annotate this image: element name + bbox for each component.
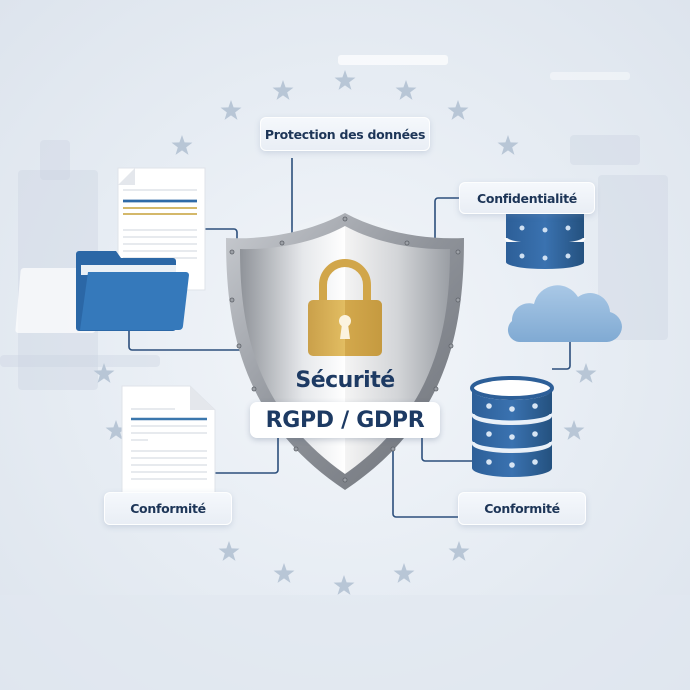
shield-subtitle-badge: RGPD / GDPR bbox=[250, 402, 440, 438]
connector-lines bbox=[128, 158, 571, 518]
connector-folder bbox=[128, 330, 250, 351]
cloud-icon bbox=[507, 285, 622, 343]
star-icon bbox=[93, 363, 115, 383]
label-data-protection: Protection des données bbox=[260, 117, 430, 151]
star-icon bbox=[447, 100, 469, 120]
star-icon bbox=[333, 575, 355, 595]
label-compliance-right: Conformité bbox=[458, 492, 586, 525]
star-icon bbox=[218, 541, 240, 561]
star-icon bbox=[220, 100, 242, 120]
star-icon bbox=[563, 420, 585, 440]
star-icon bbox=[497, 135, 519, 155]
connector-database bbox=[421, 430, 472, 462]
document-bottom-left bbox=[121, 385, 216, 501]
connector-confidentiality bbox=[434, 197, 460, 245]
bg-monitor-right bbox=[570, 135, 640, 165]
label-compliance-left: Conformité bbox=[104, 492, 232, 525]
bg-bottle-left bbox=[40, 140, 70, 180]
bg-floor bbox=[0, 595, 690, 690]
padlock-icon bbox=[308, 259, 382, 356]
folder-icon bbox=[76, 251, 189, 331]
shield-title: Sécurité bbox=[295, 368, 395, 393]
database-small-icon bbox=[504, 210, 586, 269]
star-icon bbox=[273, 563, 295, 583]
bg-desk-left bbox=[0, 355, 160, 367]
connector-document-bottom bbox=[214, 438, 279, 474]
star-icon bbox=[334, 70, 356, 90]
connector-document-top bbox=[205, 228, 238, 254]
star-icon bbox=[393, 563, 415, 583]
bg-window-top-right bbox=[550, 72, 630, 80]
star-icon bbox=[171, 135, 193, 155]
database-large-icon bbox=[470, 376, 554, 477]
bg-window-top bbox=[338, 55, 448, 65]
star-icon bbox=[448, 541, 470, 561]
connector-compliance-right bbox=[392, 440, 460, 518]
star-icon bbox=[272, 80, 294, 100]
star-icon bbox=[575, 363, 597, 383]
label-confidentiality: Confidentialité bbox=[459, 182, 595, 214]
connector-cloud bbox=[552, 340, 571, 370]
star-icon bbox=[395, 80, 417, 100]
